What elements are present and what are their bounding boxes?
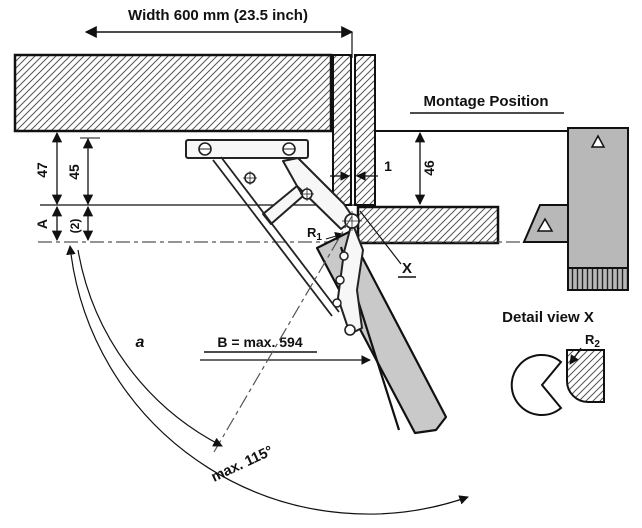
dim-46-label: 46 <box>421 160 437 176</box>
bottom-panel-section <box>356 205 500 245</box>
joint-top <box>243 171 257 185</box>
bracket-base-band <box>567 267 629 291</box>
dim-A-label: A <box>34 219 50 229</box>
dim-47-label: 47 <box>34 162 50 178</box>
joint-mid <box>300 187 314 201</box>
screw-left-icon <box>198 142 212 156</box>
arm-upper <box>282 157 355 230</box>
detail-view-title: Detail view X <box>502 309 594 326</box>
detail-pacman-shape <box>510 354 563 416</box>
a-label: a <box>136 334 145 351</box>
dim-2-label: (2) <box>68 219 82 234</box>
dim-1-label: 1 <box>384 158 392 174</box>
r2-label: R2 <box>585 332 600 350</box>
mounting-plate <box>185 139 309 159</box>
angle-label: max. 115° <box>209 443 276 486</box>
bracket-body <box>567 127 629 291</box>
lever-hole-2 <box>335 275 345 285</box>
door-edge-section-right <box>354 54 376 206</box>
lever-hole-3 <box>332 298 342 308</box>
position-marker-triangle-top-icon <box>590 134 606 148</box>
position-marker-triangle-side-icon <box>536 217 554 232</box>
angle-arc-outer <box>66 245 469 515</box>
lever-end-joint <box>344 324 356 336</box>
door-edge-section-left <box>332 54 352 206</box>
r1-label: R1 <box>307 225 322 243</box>
detail-corner-piece <box>566 349 605 403</box>
dim-45-label: 45 <box>66 164 82 180</box>
r1-leader <box>325 232 344 241</box>
width-dimension-label: Width 600 mm (23.5 inch) <box>128 7 308 24</box>
b-dimension-label: B = max. 594 <box>217 334 302 350</box>
pivot-joint <box>342 211 362 231</box>
x-label: X <box>402 260 412 277</box>
lever-hole-1 <box>339 251 349 261</box>
mount-bracket <box>522 127 629 291</box>
montage-position-label: Montage Position <box>424 93 549 110</box>
r2-leader <box>569 347 582 365</box>
cabinet-top-panel <box>13 53 333 133</box>
screw-right-icon <box>282 142 296 156</box>
door-flap <box>315 230 448 435</box>
